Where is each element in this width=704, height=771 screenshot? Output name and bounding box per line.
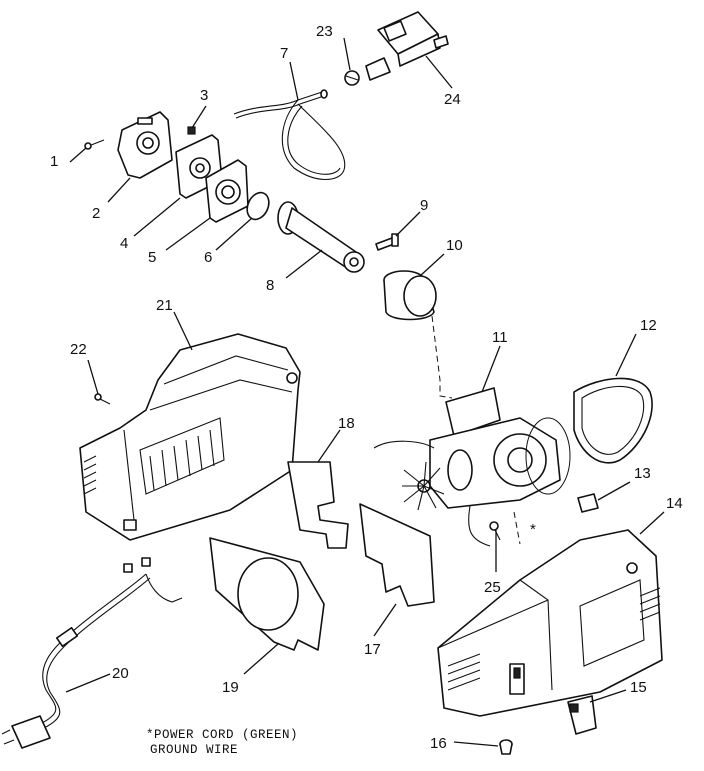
callout-20: 20 bbox=[65, 665, 129, 693]
part-19-back-plate bbox=[209, 537, 325, 651]
callout-23: 23 bbox=[316, 23, 351, 71]
callout-6: 6 bbox=[204, 217, 253, 266]
svg-text:4: 4 bbox=[120, 235, 128, 252]
callout-17: 17 bbox=[364, 603, 397, 658]
svg-text:21: 21 bbox=[156, 297, 173, 314]
part-10-cylinder bbox=[383, 270, 437, 321]
part-7-tube bbox=[233, 89, 346, 181]
callout-22: 22 bbox=[70, 341, 99, 395]
callout-12: 12 bbox=[615, 317, 657, 377]
ground-wire-asterisk: * bbox=[530, 521, 536, 538]
callout-15: 15 bbox=[589, 679, 647, 703]
svg-text:8: 8 bbox=[266, 277, 274, 294]
callout-1: 1 bbox=[50, 147, 87, 170]
part-24-pressure-switch bbox=[365, 11, 449, 81]
svg-text:14: 14 bbox=[666, 495, 683, 512]
svg-text:9: 9 bbox=[420, 197, 428, 214]
part-3-nut bbox=[187, 126, 196, 135]
part-16-foot bbox=[499, 739, 513, 755]
callout-11: 11 bbox=[481, 329, 508, 393]
svg-text:11: 11 bbox=[492, 329, 508, 346]
part-25-screw bbox=[489, 511, 521, 545]
part-15-handle bbox=[567, 695, 597, 735]
callout-4: 4 bbox=[120, 197, 181, 252]
svg-text:15: 15 bbox=[630, 679, 647, 696]
part-8-connecting-rod bbox=[277, 201, 365, 273]
svg-text:17: 17 bbox=[364, 641, 381, 658]
footnote-line-2: GROUND WIRE bbox=[150, 743, 238, 757]
motor-fan bbox=[402, 461, 445, 511]
part-21-shroud bbox=[79, 333, 301, 541]
part-17-cover-plate bbox=[359, 503, 435, 607]
callout-18: 18 bbox=[317, 415, 355, 463]
svg-text:1: 1 bbox=[50, 153, 58, 170]
part-20-power-cord bbox=[1, 557, 183, 749]
callout-24: 24 bbox=[425, 55, 461, 108]
svg-text:5: 5 bbox=[148, 249, 156, 266]
callout-9: 9 bbox=[395, 197, 428, 237]
part-23-fitting bbox=[344, 70, 360, 86]
svg-text:7: 7 bbox=[280, 45, 288, 62]
svg-text:23: 23 bbox=[316, 23, 333, 40]
svg-text:16: 16 bbox=[430, 735, 447, 752]
svg-text:10: 10 bbox=[446, 237, 463, 254]
svg-text:6: 6 bbox=[204, 249, 212, 266]
callout-10: 10 bbox=[419, 237, 463, 277]
callout-2: 2 bbox=[92, 177, 131, 222]
callout-7: 7 bbox=[280, 45, 299, 101]
svg-text:12: 12 bbox=[640, 317, 657, 334]
svg-text:25: 25 bbox=[484, 579, 501, 596]
callout-25: 25 bbox=[484, 530, 501, 596]
footnote-line-1: *POWER CORD (GREEN) bbox=[146, 728, 298, 742]
svg-text:19: 19 bbox=[222, 679, 239, 696]
svg-text:3: 3 bbox=[200, 87, 208, 104]
callout-5: 5 bbox=[148, 217, 211, 266]
callout-19: 19 bbox=[222, 643, 279, 696]
callout-14: 14 bbox=[639, 495, 683, 535]
svg-text:22: 22 bbox=[70, 341, 87, 358]
part-14-cover bbox=[437, 529, 663, 717]
callout-8: 8 bbox=[266, 249, 323, 294]
callout-21: 21 bbox=[156, 297, 193, 351]
callout-13: 13 bbox=[597, 465, 651, 501]
callout-16: 16 bbox=[430, 735, 499, 752]
svg-text:24: 24 bbox=[444, 91, 461, 108]
part-2-head bbox=[117, 111, 173, 179]
part-22-screw bbox=[94, 393, 111, 405]
svg-text:20: 20 bbox=[112, 665, 129, 682]
svg-text:2: 2 bbox=[92, 205, 100, 222]
part-9-screw bbox=[375, 233, 399, 251]
part-11-motor bbox=[373, 387, 571, 547]
part-12-belt bbox=[573, 377, 653, 464]
callout-3: 3 bbox=[191, 87, 208, 129]
svg-text:18: 18 bbox=[338, 415, 355, 432]
svg-text:13: 13 bbox=[634, 465, 651, 482]
part-18-baffle bbox=[287, 461, 349, 549]
part-1-screw bbox=[84, 139, 105, 150]
part-13-block bbox=[577, 493, 599, 513]
